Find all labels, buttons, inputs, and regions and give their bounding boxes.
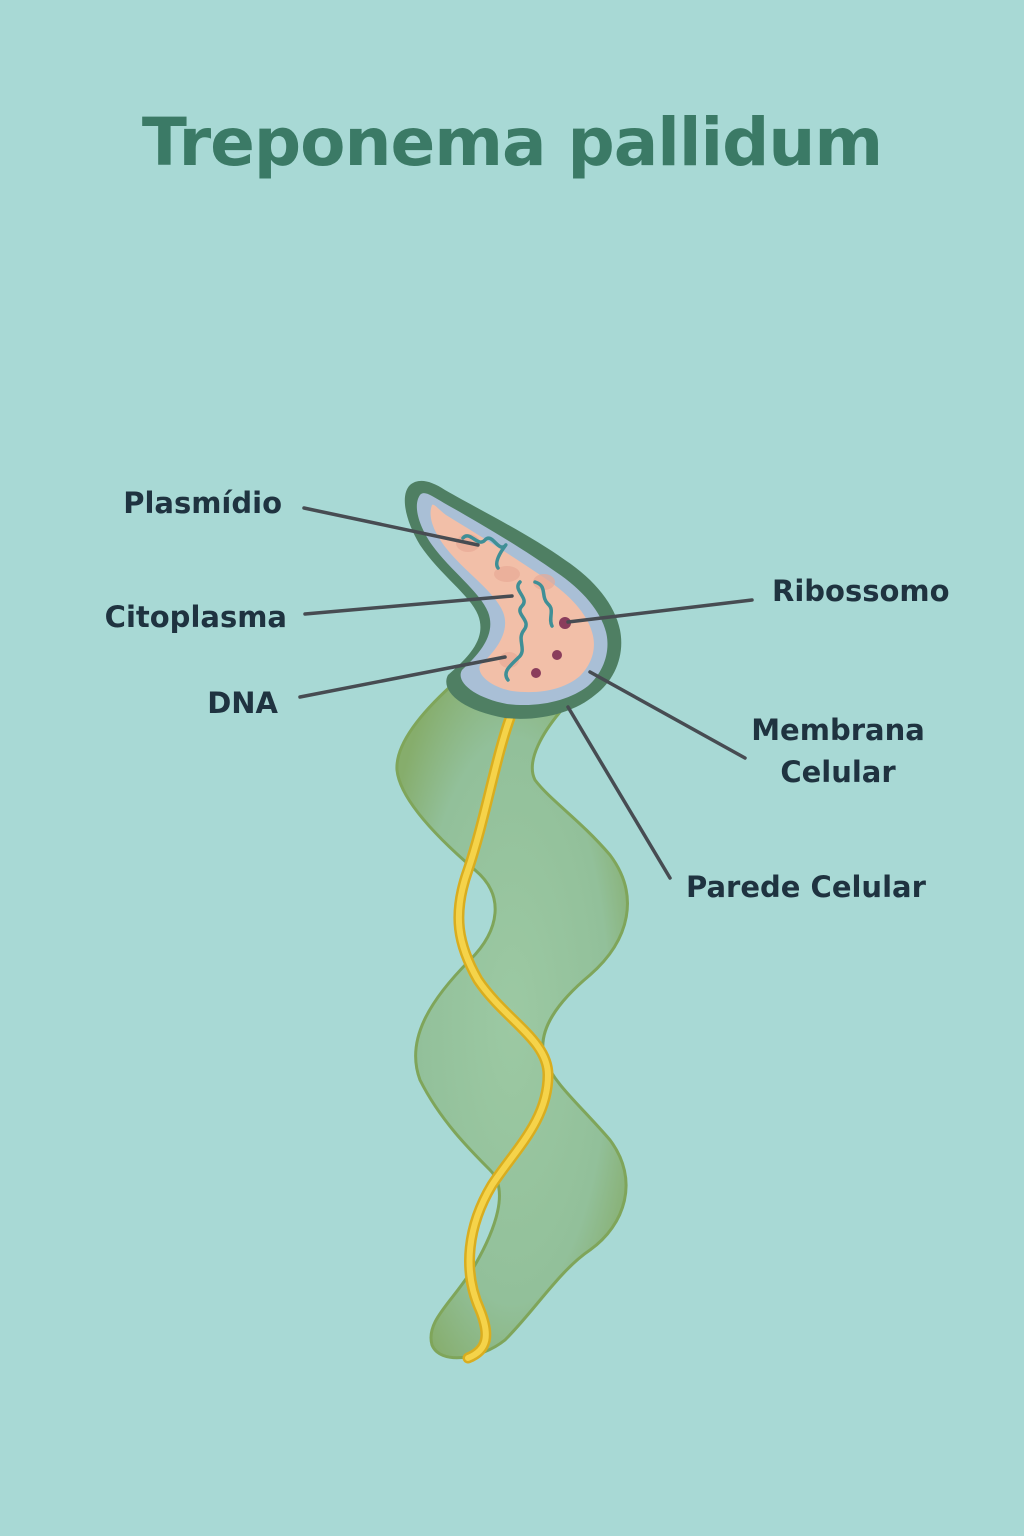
leader-line-dna [298,655,507,699]
cytoplasm-blob [494,566,520,582]
label-ribossomo: Ribossomo [772,574,950,608]
plasmid-strand [461,534,508,570]
leader-line-membrana [588,670,747,760]
dna-strand [504,580,528,682]
leader-line-citoplasma [303,594,514,616]
label-plasmidio: Plasmídio [123,486,282,520]
ribosome [559,617,571,629]
label-citoplasma: Citoplasma [104,600,287,634]
leader-line-plasmidio [302,506,480,547]
flagellum [453,712,554,1364]
leader-lines [298,506,754,880]
cytoplasm-blob [533,574,555,590]
leader-line-parede [566,705,672,880]
diagram-title: Treponema pallidum [141,104,883,181]
label-membrana-line2: Celular [780,755,896,789]
ribosome [552,650,562,660]
dna-strand [533,580,554,628]
ribosome [531,668,541,678]
leader-line-ribossomo [566,598,754,624]
label-membrana-line1: Membrana [751,713,925,747]
cell-head [404,480,622,719]
label-dna: DNA [207,686,278,720]
label-parede-celular: Parede Celular [686,870,926,904]
